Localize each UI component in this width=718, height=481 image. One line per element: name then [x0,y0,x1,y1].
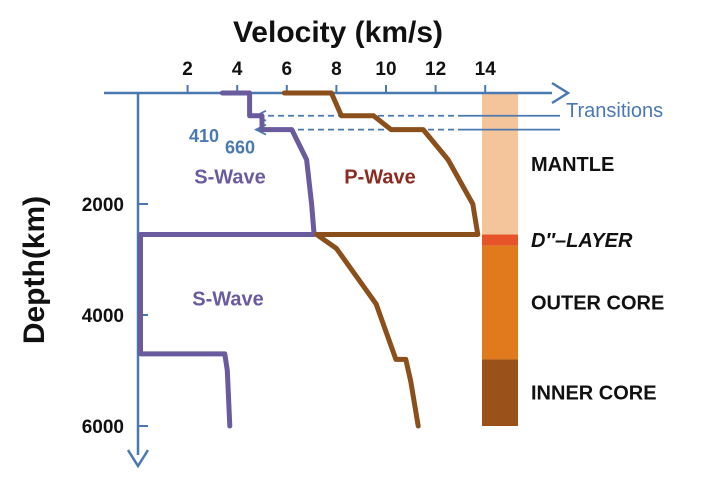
layer-band-1 [482,234,518,246]
chart-title: Velocity (km/s) [233,16,443,49]
series-label-p-wave: P-Wave [344,166,416,188]
x-tick-label: 10 [375,59,396,80]
earth-layers: MANTLE D″–LAYER OUTER CORE INNER CORE [482,93,664,426]
y-axis-arrow [126,449,150,469]
y-tick-label: 2000 [82,195,124,216]
x-tick-label: 4 [232,59,243,80]
layer-band-0 [482,93,518,235]
layer-band-3 [482,359,518,426]
series [138,90,481,429]
layer-label-1: D″–LAYER [531,230,633,252]
transition-depth-label: 660 [225,138,255,158]
layer-label-3: INNER CORE [531,383,657,405]
x-tick-label: 14 [475,59,497,80]
x-axis-arrow [551,81,571,105]
y-axis-label: Depth(km) [18,196,51,344]
x-tick-label: 12 [425,59,446,80]
series-label-s-wave: S-Wave [192,288,264,310]
layer-label-2: OUTER CORE [531,293,664,315]
y-tick-label: 6000 [82,417,124,438]
layer-label-0: MANTLE [531,154,614,176]
x-tick-label: 2 [182,59,193,80]
series-line-s-wave [138,90,317,429]
x-tick-label: 8 [331,59,342,80]
x-tick-label: 6 [282,59,293,80]
layer-band-2 [482,245,518,360]
transition-depth-label: 410 [189,126,219,146]
transitions-label: Transitions [566,100,663,122]
series-label-s-wave: S-Wave [194,166,266,188]
y-tick-label: 4000 [82,306,124,327]
axes: 2 4 6 8 10 12 14 2000 4000 6000 [82,59,571,469]
series-line-p-wave [281,90,481,429]
